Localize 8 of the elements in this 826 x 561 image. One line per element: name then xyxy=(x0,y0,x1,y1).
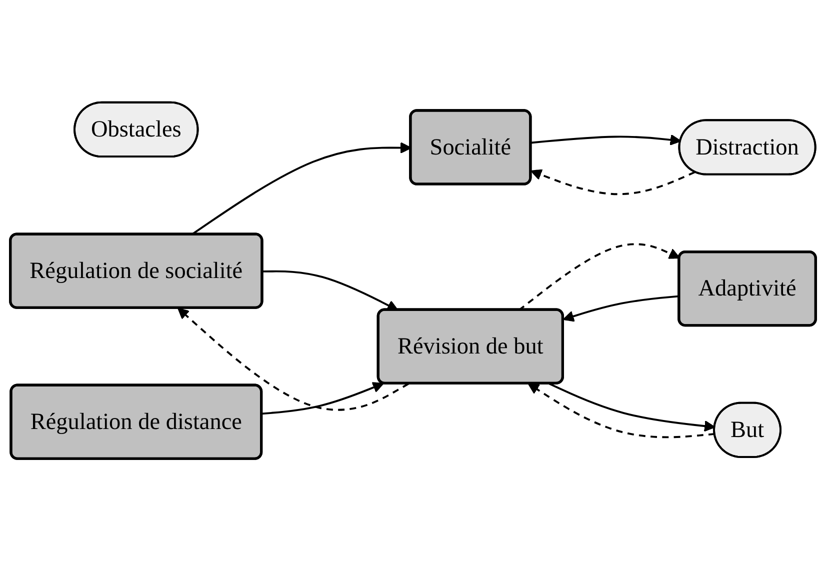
arrow xyxy=(262,270,398,311)
arrow xyxy=(530,134,682,146)
arrow xyxy=(528,383,715,438)
arrow xyxy=(548,382,716,432)
arrow xyxy=(262,382,384,415)
arrow xyxy=(178,308,409,411)
arrow xyxy=(530,169,696,196)
arrow xyxy=(518,243,680,311)
